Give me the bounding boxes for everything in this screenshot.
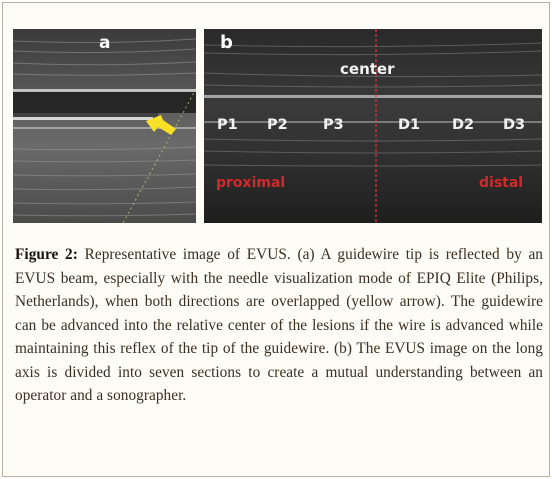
caption-label: Figure 2:: [15, 246, 78, 263]
section-label-d1: D1: [398, 117, 421, 133]
ultrasound-panel-a: a: [13, 29, 196, 223]
section-label-p3: P3: [323, 117, 344, 133]
section-label-p1: P1: [217, 117, 238, 133]
center-label: center: [340, 60, 395, 78]
section-label-p2: P2: [267, 117, 288, 133]
ultrasound-panel-b: b center P1 P2 P3 D1 D2 D3 proximal dist…: [204, 29, 542, 223]
yellow-arrow-icon: [146, 115, 176, 135]
panel-label-b: b: [220, 32, 233, 53]
ultrasound-texture-b: [204, 29, 542, 223]
figure-caption: Figure 2: Representative image of EVUS. …: [15, 243, 543, 408]
ultrasound-texture-a: [13, 29, 196, 223]
section-label-d2: D2: [452, 117, 475, 133]
caption-text: Representative image of EVUS. (a) A guid…: [15, 246, 544, 404]
panel-label-a: a: [99, 33, 111, 53]
section-label-d3: D3: [503, 117, 526, 133]
proximal-label: proximal: [216, 175, 286, 191]
distal-label: distal: [479, 175, 524, 191]
